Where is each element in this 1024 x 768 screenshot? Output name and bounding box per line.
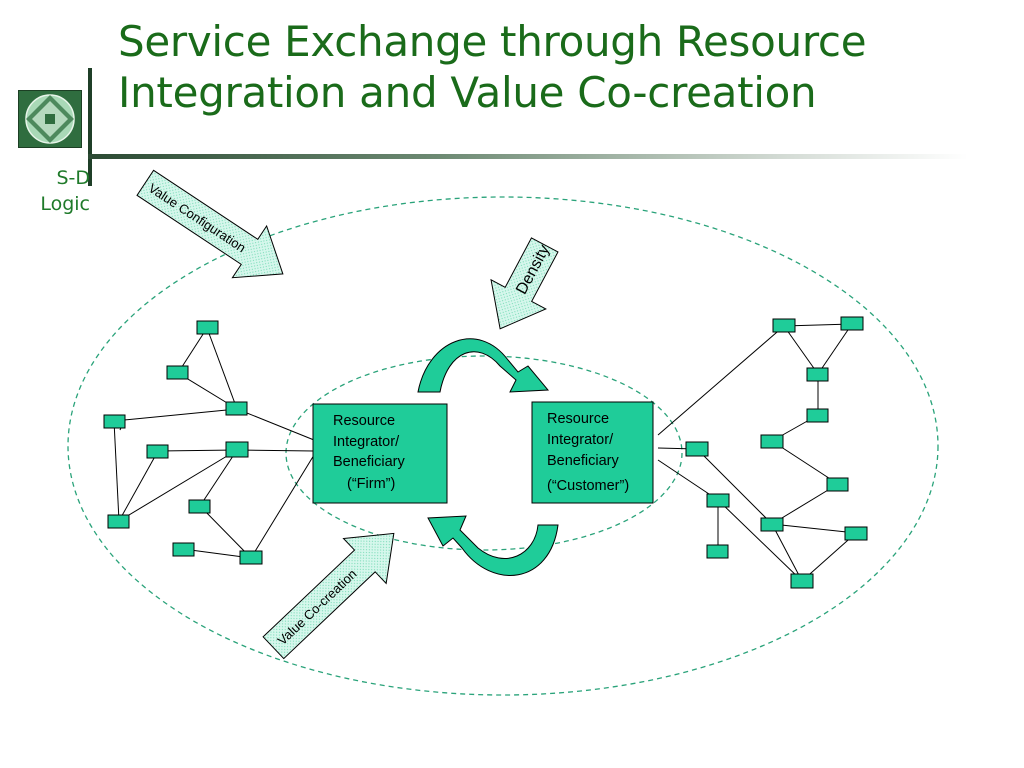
outer-ecosystem-ellipse	[67, 196, 939, 696]
network-node	[172, 542, 195, 557]
firm-actor-box: Resource Integrator/ Beneficiary (“Firm”…	[312, 403, 448, 504]
network-node	[685, 441, 709, 457]
network-node	[225, 441, 249, 458]
value-configuration-arrow: Value Configuration	[136, 169, 284, 279]
density-arrow: Density	[490, 237, 559, 330]
network-node	[146, 444, 169, 459]
right-network-nodes	[685, 316, 868, 589]
page-title: Service Exchange through Resource Integr…	[118, 16, 867, 118]
logo	[18, 90, 82, 148]
network-node	[760, 434, 784, 449]
customer-actor-box: Resource Integrator/ Beneficiary (“Custo…	[531, 401, 654, 504]
firm-line-3: Beneficiary	[333, 454, 405, 470]
network-node	[225, 401, 248, 416]
customer-line-4: (“Customer”)	[547, 478, 629, 494]
vertical-divider	[88, 68, 92, 186]
network-node	[107, 514, 130, 529]
inner-exchange-ellipse	[285, 355, 683, 551]
firm-line-1: Resource	[333, 413, 395, 429]
value-co-creation-label: Value Co-creation	[274, 566, 359, 648]
side-label-line-1: S-D	[56, 167, 90, 189]
network-node	[706, 493, 730, 508]
network-node	[196, 320, 219, 335]
network-node	[188, 499, 211, 514]
horizontal-divider	[88, 154, 968, 159]
network-node	[840, 316, 864, 331]
logo-icon	[25, 94, 75, 144]
network-node	[826, 477, 849, 492]
network-node	[790, 573, 814, 589]
cycle-arrow-top	[417, 338, 550, 393]
firm-line-2: Integrator/	[333, 434, 400, 450]
left-network-links	[113, 327, 315, 559]
network-node	[806, 367, 829, 382]
network-node	[706, 544, 729, 559]
customer-line-3: Beneficiary	[547, 453, 619, 469]
network-node	[103, 414, 126, 429]
side-label: S-D Logic	[30, 165, 90, 217]
network-node	[844, 526, 868, 541]
network-node	[806, 408, 829, 423]
title-line-1: Service Exchange through Resource	[118, 17, 867, 66]
left-network-nodes	[103, 320, 263, 565]
network-node	[166, 365, 189, 380]
value-configuration-label: Value Configuration	[146, 180, 249, 255]
firm-line-4: (“Firm”)	[347, 476, 395, 492]
title-line-2: Integration and Value Co-creation	[118, 68, 817, 118]
customer-line-1: Resource	[547, 411, 609, 427]
network-node	[760, 517, 784, 532]
cycle-arrow-bottom	[427, 515, 559, 576]
value-co-creation-arrow: Value Co-creation	[262, 532, 395, 660]
side-label-line-2: Logic	[40, 193, 90, 216]
network-node	[239, 550, 263, 565]
customer-line-2: Integrator/	[547, 432, 614, 448]
network-node	[772, 318, 796, 333]
